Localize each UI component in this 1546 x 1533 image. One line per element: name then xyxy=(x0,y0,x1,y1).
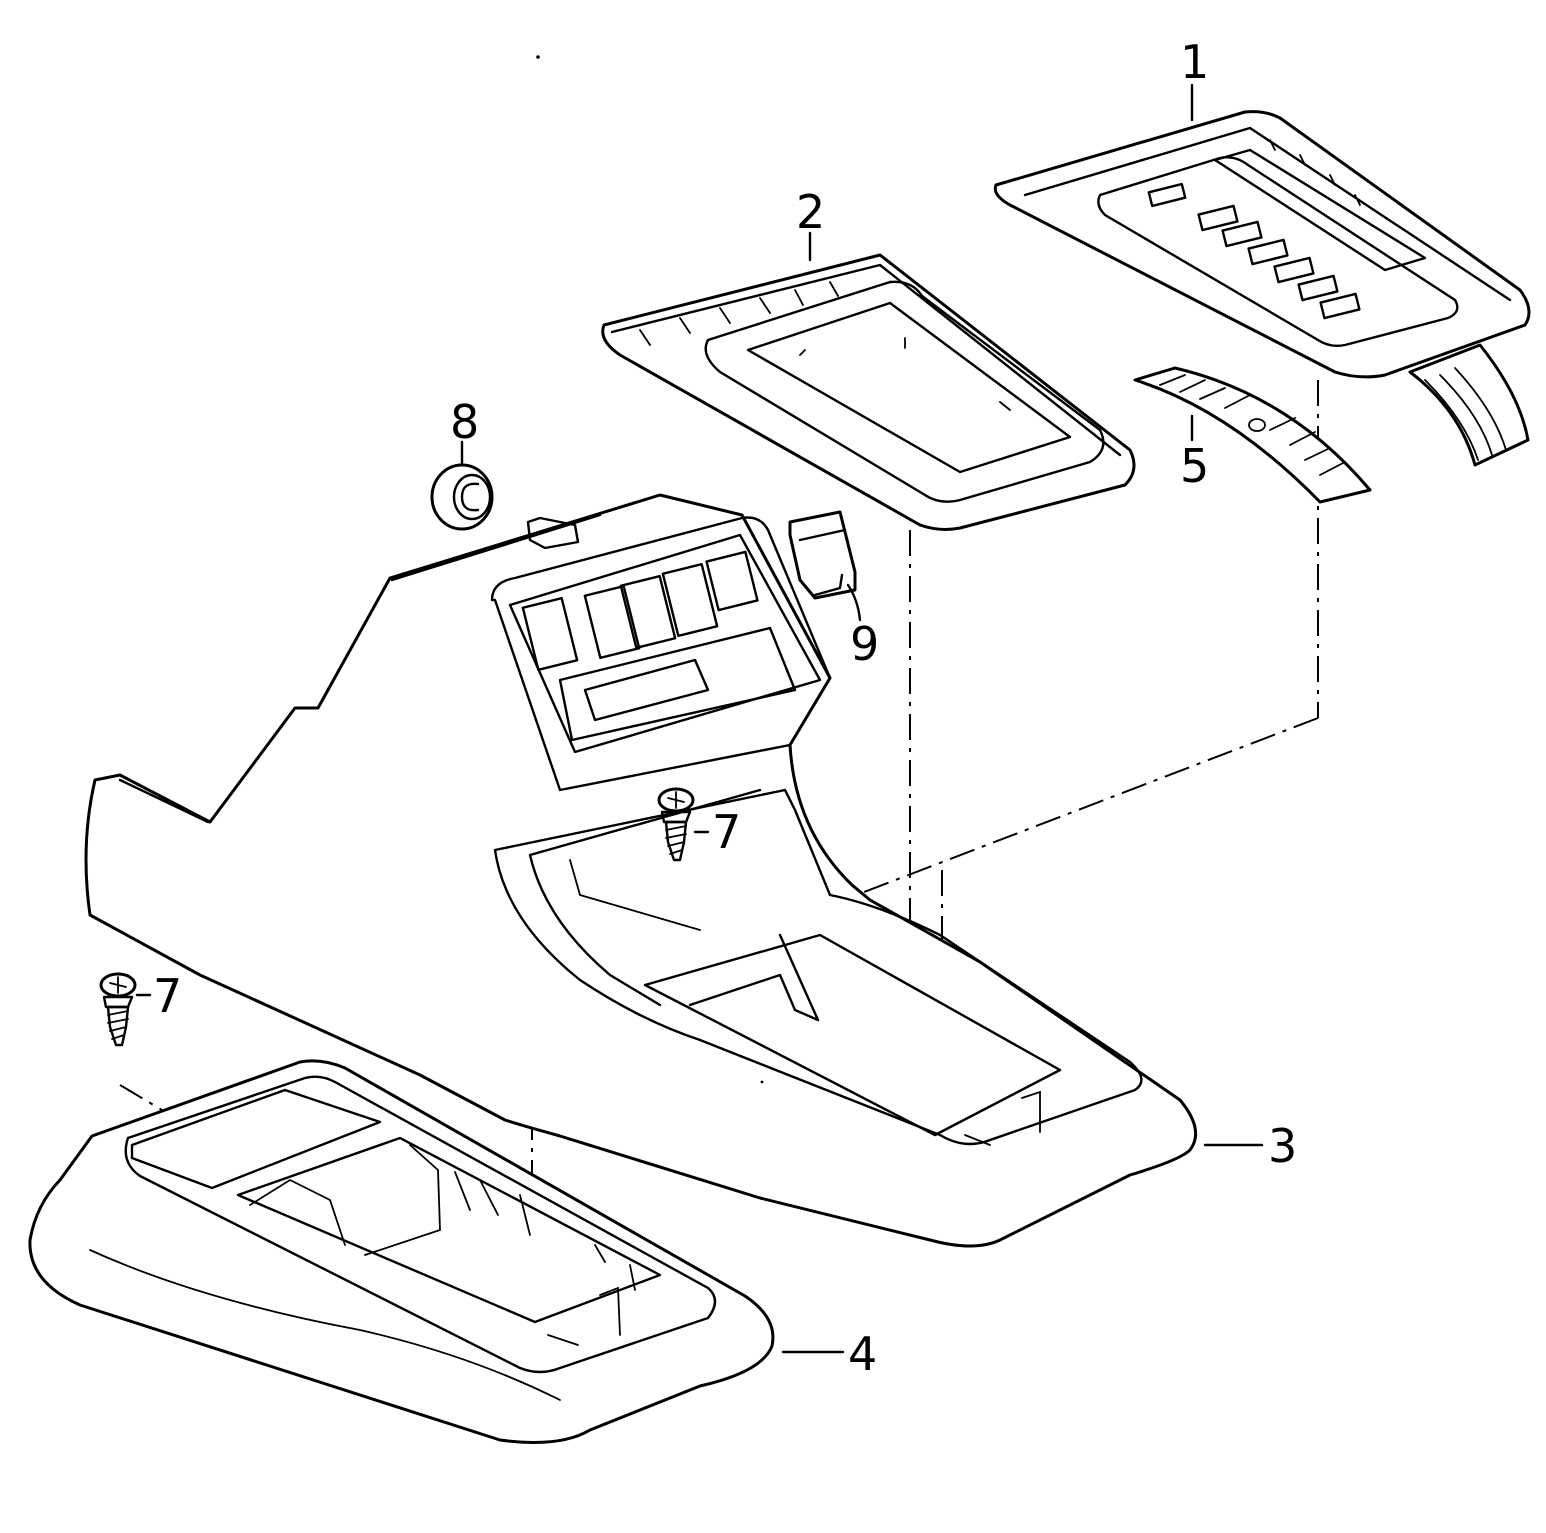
callout-7-lower: 7 xyxy=(153,969,182,1023)
part-9-switch xyxy=(788,510,857,600)
part-3-center-console xyxy=(84,493,1198,1248)
callout-7-upper: 7 xyxy=(712,805,741,859)
callout-5: 5 xyxy=(1180,439,1209,493)
callout-4: 4 xyxy=(848,1327,877,1381)
part-2-trim-frame xyxy=(601,253,1136,531)
scan-dot xyxy=(536,55,540,59)
part-8-cap xyxy=(430,463,494,531)
scan-dot xyxy=(760,1080,764,1084)
callout-9: 9 xyxy=(850,617,879,671)
callout-3: 3 xyxy=(1268,1119,1297,1173)
callout-1: 1 xyxy=(1180,35,1209,89)
callout-8: 8 xyxy=(450,395,479,449)
part-4-lower-tray xyxy=(28,1059,775,1444)
part-1-shift-cover xyxy=(993,110,1531,467)
part-7-screw-upper xyxy=(657,787,695,862)
leader-lines xyxy=(135,83,1264,1354)
part-7-screw-lower xyxy=(99,972,137,1047)
callout-2: 2 xyxy=(796,185,825,239)
callout-labels: 1 2 3 4 5 7 7 8 9 xyxy=(153,35,1297,1381)
part-5-indicator-strip xyxy=(1133,366,1372,504)
